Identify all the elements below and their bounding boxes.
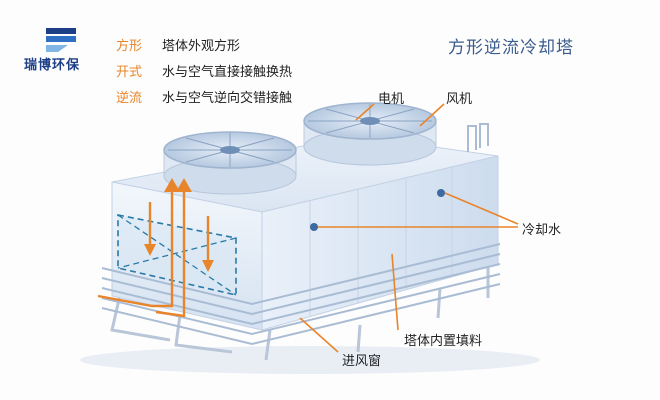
cooling-water-inlet-2 bbox=[437, 189, 445, 197]
air-inlet-louvers bbox=[101, 243, 501, 346]
feature-item: 方形 塔体外观方形 bbox=[116, 31, 292, 57]
feature-list: 方形 塔体外观方形 开式 水与空气直接接触换热 逆流 水与空气逆向交错接触 bbox=[116, 31, 292, 109]
brand-name: 瑞博环保 bbox=[24, 58, 81, 73]
fill-leader bbox=[391, 253, 399, 331]
callout-cooling-water: 冷却水 bbox=[522, 223, 562, 238]
motor-leader bbox=[355, 103, 375, 121]
air-path-right bbox=[155, 190, 186, 318]
air-path-left bbox=[97, 190, 174, 308]
air-inlet-leader bbox=[299, 317, 339, 353]
callout-air-inlet: 进风窗 bbox=[342, 354, 382, 369]
support-legs bbox=[110, 262, 490, 361]
feature-description: 水与空气直接接触换热 bbox=[162, 64, 293, 80]
fan-right bbox=[303, 102, 437, 166]
feature-item: 开式 水与空气直接接触换热 bbox=[116, 57, 292, 83]
callout-motor: 电机 bbox=[378, 92, 405, 107]
flow-arrows bbox=[97, 190, 210, 318]
feature-term: 逆流 bbox=[116, 90, 143, 106]
feature-term: 方形 bbox=[116, 38, 143, 54]
page-title: 方形逆流冷却塔 bbox=[448, 38, 574, 58]
side-panel-seams bbox=[309, 167, 453, 317]
feature-term: 开式 bbox=[116, 64, 143, 80]
fan-left bbox=[163, 131, 297, 195]
feature-description: 水与空气逆向交错接触 bbox=[162, 90, 293, 106]
roof-handrail bbox=[467, 123, 489, 152]
cooling-water-inlet-1 bbox=[310, 223, 318, 231]
brand-logo-icon bbox=[46, 28, 76, 52]
cooling-water-leader-2 bbox=[444, 192, 519, 225]
feature-description: 塔体外观方形 bbox=[162, 38, 241, 54]
callout-fill: 塔体内置填料 bbox=[404, 334, 483, 349]
callout-lines bbox=[299, 103, 519, 353]
ground-shadow bbox=[80, 346, 540, 374]
callout-fan: 风机 bbox=[446, 92, 473, 107]
feature-item: 逆流 水与空气逆向交错接触 bbox=[116, 83, 292, 109]
fill-media bbox=[117, 214, 237, 297]
fan-leader bbox=[419, 103, 445, 127]
flow-arrowheads bbox=[144, 178, 214, 272]
